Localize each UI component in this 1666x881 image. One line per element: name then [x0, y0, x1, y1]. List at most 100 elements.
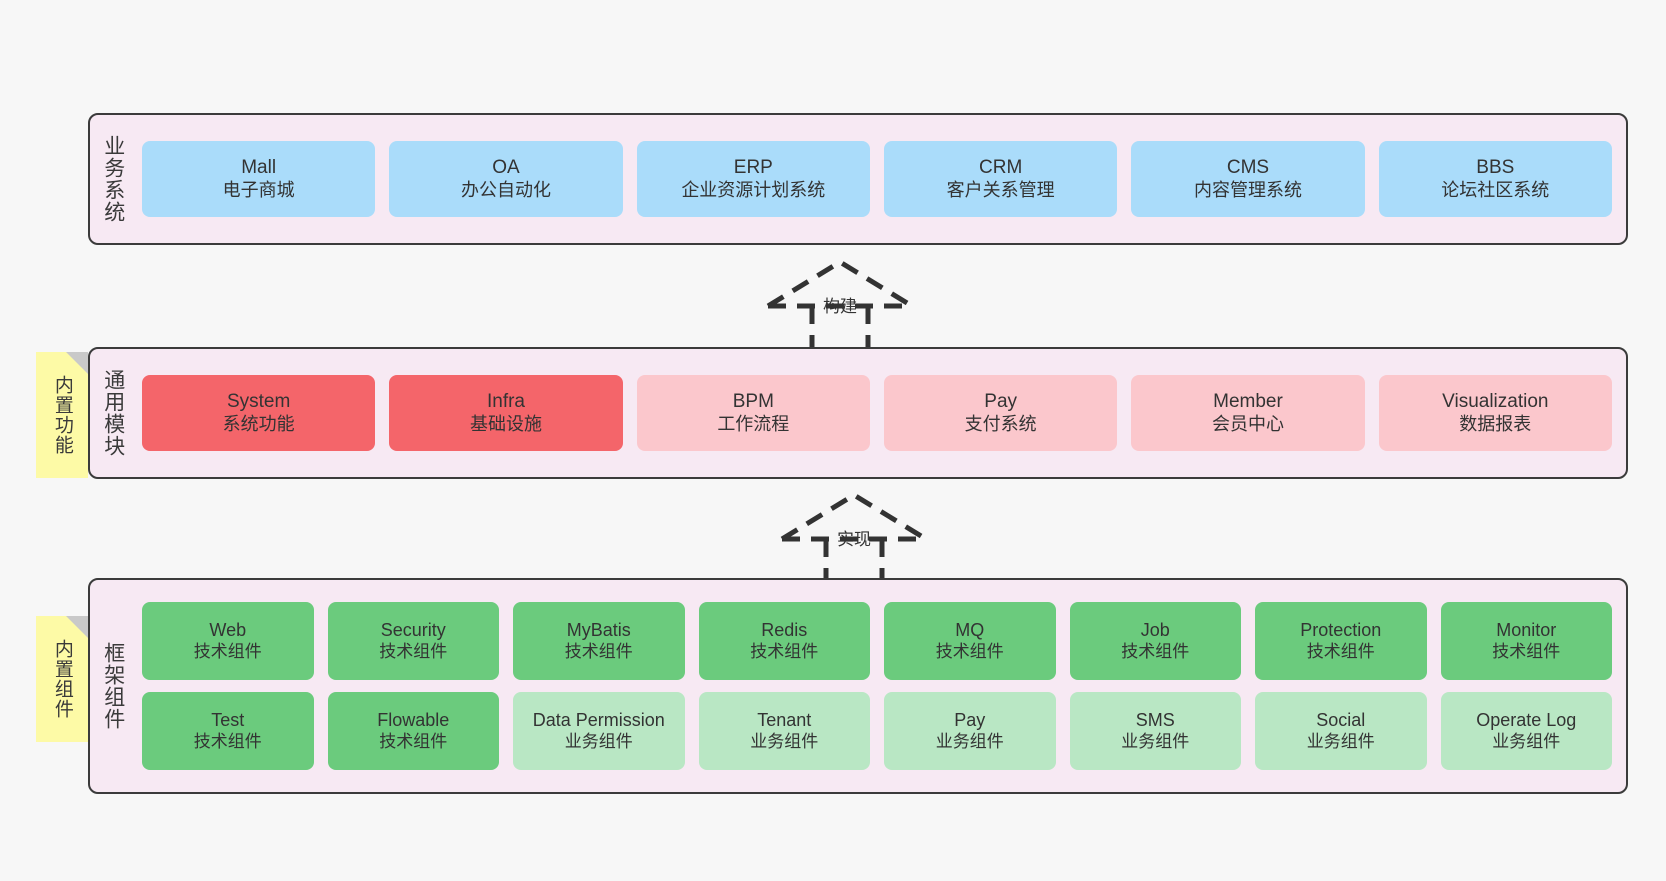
component-card-security[interactable]: Security 技术组件 — [327, 602, 499, 680]
component-type-cn: 技术组件 — [1306, 641, 1375, 661]
component-name-en: Test — [211, 709, 245, 730]
component-card-job[interactable]: Job 技术组件 — [1069, 602, 1241, 680]
module-card-member[interactable]: Member 会员中心 — [1131, 375, 1365, 451]
module-card-cms[interactable]: CMS 内容管理系统 — [1131, 141, 1365, 217]
component-type-cn: 技术组件 — [564, 641, 633, 661]
component-card-flowable[interactable]: Flowable 技术组件 — [327, 692, 499, 770]
module-card-erp[interactable]: ERP 企业资源计划系统 — [636, 141, 870, 217]
module-card-crm[interactable]: CRM 客户关系管理 — [883, 141, 1118, 217]
component-card-web[interactable]: Web 技术组件 — [142, 602, 314, 680]
component-name-en: Monitor — [1496, 619, 1557, 640]
component-name-en: Tenant — [757, 709, 812, 730]
component-type-cn: 业务组件 — [1306, 731, 1375, 751]
module-name-cn: 客户关系管理 — [946, 179, 1055, 200]
layer-body-framework: Web 技术组件 Security 技术组件 MyBatis 技术组件 Redi… — [136, 580, 1626, 792]
module-name-en: System — [226, 391, 291, 413]
module-name-en: Member — [1213, 391, 1283, 413]
layer-panel-business[interactable]: 业务系统 Mall 电子商城 OA 办公自动化 ERP 企业资源计划系统 CRM… — [88, 113, 1628, 245]
component-card-monitor[interactable]: Monitor 技术组件 — [1440, 602, 1612, 680]
module-name-en: CRM — [979, 157, 1023, 179]
module-name-en: Infra — [486, 391, 525, 413]
component-type-cn: 业务组件 — [1121, 731, 1190, 751]
module-name-cn: 电子商城 — [222, 179, 295, 200]
sticky-note-builtin-features[interactable]: 内置功能 — [36, 352, 88, 478]
component-type-cn: 技术组件 — [379, 641, 448, 661]
module-name-cn: 会员中心 — [1211, 413, 1284, 434]
module-card-system[interactable]: System 系统功能 — [142, 375, 376, 451]
module-name-en: CMS — [1226, 157, 1270, 179]
module-card-bpm[interactable]: BPM 工作流程 — [636, 375, 870, 451]
module-card-mall[interactable]: Mall 电子商城 — [142, 141, 376, 217]
component-card-protection[interactable]: Protection 技术组件 — [1255, 602, 1427, 680]
layer-label-business: 业务系统 — [101, 135, 125, 223]
component-type-cn: 业务组件 — [935, 731, 1004, 751]
module-name-cn: 支付系统 — [964, 413, 1037, 434]
component-type-cn: 业务组件 — [750, 731, 819, 751]
component-name-en: Social — [1316, 709, 1366, 730]
module-name-cn: 内容管理系统 — [1193, 179, 1302, 200]
component-type-cn: 业务组件 — [1492, 731, 1561, 751]
module-card-oa[interactable]: OA 办公自动化 — [389, 141, 623, 217]
module-name-cn: 基础设施 — [469, 413, 542, 434]
component-card-operate-log[interactable]: Operate Log 业务组件 — [1440, 692, 1612, 770]
module-name-en: Mall — [241, 157, 277, 179]
component-type-cn: 技术组件 — [935, 641, 1004, 661]
layer-label-common: 通用模块 — [101, 369, 125, 457]
component-name-en: Web — [209, 619, 247, 640]
component-name-en: Protection — [1300, 619, 1382, 640]
component-type-cn: 技术组件 — [1492, 641, 1561, 661]
module-name-en: Visualization — [1442, 391, 1549, 413]
module-name-en: ERP — [733, 157, 773, 179]
layer-panel-common[interactable]: 通用模块 System 系统功能 Infra 基础设施 BPM 工作流程 Pay… — [88, 347, 1628, 479]
dashed-generalization-arrow-icon — [766, 259, 914, 348]
module-name-cn: 办公自动化 — [460, 179, 551, 200]
page-fold-icon — [66, 616, 88, 638]
cell-row: Mall 电子商城 OA 办公自动化 ERP 企业资源计划系统 CRM 客户关系… — [142, 141, 1612, 217]
component-type-cn: 技术组件 — [750, 641, 819, 661]
connector-implement[interactable]: 实现 — [764, 489, 944, 581]
component-type-cn: 技术组件 — [379, 731, 448, 751]
component-card-data-permission[interactable]: Data Permission 业务组件 — [513, 692, 685, 770]
component-card-sms[interactable]: SMS 业务组件 — [1069, 692, 1241, 770]
component-name-en: MQ — [955, 619, 985, 640]
module-card-pay[interactable]: Pay 支付系统 — [883, 375, 1118, 451]
layer-label-framework: 框架组件 — [101, 642, 125, 730]
cell-row: Test 技术组件 Flowable 技术组件 Data Permission … — [142, 692, 1612, 770]
module-name-cn: 论坛社区系统 — [1441, 179, 1550, 200]
connector-build[interactable]: 构建 — [750, 256, 930, 348]
component-type-cn: 技术组件 — [193, 731, 262, 751]
component-name-en: Security — [380, 619, 446, 640]
component-name-en: Job — [1140, 619, 1170, 640]
module-name-cn: 工作流程 — [717, 413, 790, 434]
component-name-en: Flowable — [377, 709, 450, 730]
sticky-note-label: 内置组件 — [51, 639, 73, 719]
connector-label: 构建 — [823, 297, 857, 316]
component-name-en: Operate Log — [1476, 709, 1577, 730]
component-card-mq[interactable]: MQ 技术组件 — [884, 602, 1056, 680]
component-type-cn: 技术组件 — [1121, 641, 1190, 661]
sticky-note-builtin-components[interactable]: 内置组件 — [36, 616, 88, 742]
layer-body-common: System 系统功能 Infra 基础设施 BPM 工作流程 Pay 支付系统… — [136, 349, 1626, 477]
layer-panel-framework[interactable]: 框架组件 Web 技术组件 Security 技术组件 MyBatis 技术组件… — [88, 578, 1628, 794]
component-card-pay[interactable]: Pay 业务组件 — [884, 692, 1056, 770]
module-card-visualization[interactable]: Visualization 数据报表 — [1378, 375, 1612, 451]
component-type-cn: 业务组件 — [564, 731, 633, 751]
component-name-en: Pay — [954, 709, 986, 730]
module-name-en: OA — [492, 157, 520, 179]
sticky-note-label: 内置功能 — [51, 375, 73, 455]
component-card-mybatis[interactable]: MyBatis 技术组件 — [513, 602, 685, 680]
component-card-tenant[interactable]: Tenant 业务组件 — [698, 692, 870, 770]
module-name-en: BPM — [732, 391, 774, 413]
component-name-en: SMS — [1135, 709, 1175, 730]
module-card-infra[interactable]: Infra 基础设施 — [389, 375, 623, 451]
component-card-social[interactable]: Social 业务组件 — [1255, 692, 1427, 770]
module-name-en: BBS — [1476, 157, 1515, 179]
component-name-en: Data Permission — [532, 709, 665, 730]
component-card-redis[interactable]: Redis 技术组件 — [698, 602, 870, 680]
module-card-bbs[interactable]: BBS 论坛社区系统 — [1378, 141, 1612, 217]
component-name-en: Redis — [761, 619, 808, 640]
component-name-en: MyBatis — [566, 619, 631, 640]
component-card-test[interactable]: Test 技术组件 — [142, 692, 314, 770]
component-type-cn: 技术组件 — [193, 641, 262, 661]
